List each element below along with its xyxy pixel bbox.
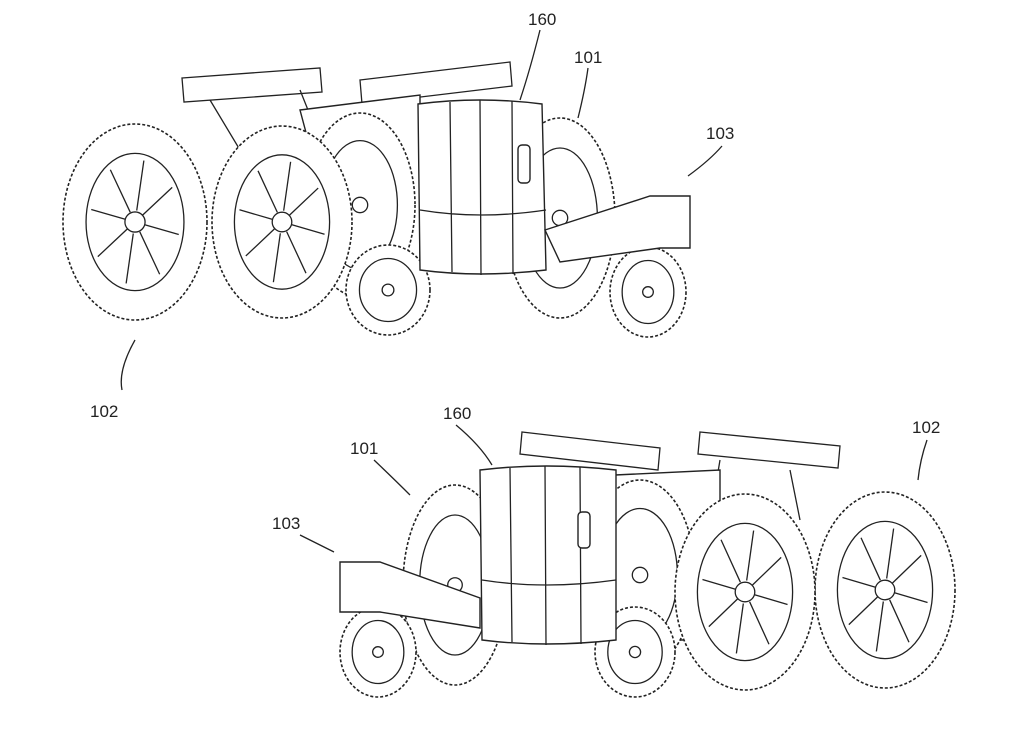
spoke [842, 576, 877, 589]
handle [577, 511, 591, 549]
label-160: 160 [528, 10, 557, 29]
spoke [290, 223, 325, 235]
seat-body-lines [481, 465, 617, 646]
spoke [708, 598, 739, 628]
seat-frame-bar [181, 61, 513, 151]
drive-wheel [62, 123, 208, 321]
label-102: 102 [90, 402, 119, 421]
hub [372, 646, 384, 658]
spoke [109, 169, 131, 213]
figure-bottom [339, 431, 956, 698]
spoke [139, 231, 161, 275]
spoke [286, 231, 307, 274]
spoke [749, 601, 770, 645]
spoke [860, 537, 881, 581]
hub [271, 211, 293, 233]
label-103: 103 [272, 514, 301, 533]
label-101: 101 [350, 439, 379, 458]
label-102: 102 [912, 418, 941, 437]
seat-body-lines [419, 99, 547, 276]
spoke [889, 599, 910, 643]
drive-wheel [674, 493, 816, 691]
hub [734, 581, 756, 603]
hub [628, 645, 642, 659]
spoke [753, 593, 788, 606]
caster-wheel [345, 244, 431, 336]
spoke [702, 578, 737, 591]
hub [631, 566, 649, 584]
caster-arm [339, 561, 481, 629]
hub [642, 286, 654, 298]
spoke [288, 187, 319, 217]
drive-wheel [211, 125, 353, 319]
handle [517, 144, 531, 184]
label-103: 103 [706, 124, 735, 143]
caster-arm [544, 195, 691, 263]
spoke [875, 601, 884, 652]
label-101: 101 [574, 48, 603, 67]
spoke [720, 539, 741, 583]
leader-lines [120, 29, 928, 553]
spoke [245, 227, 276, 257]
hub [381, 283, 395, 297]
spoke [886, 528, 895, 579]
figure-top [62, 61, 691, 338]
spoke [891, 554, 922, 584]
spoke [136, 160, 145, 211]
spoke [283, 161, 292, 211]
spoke [848, 596, 879, 626]
seat-body [417, 99, 547, 275]
spoke [272, 233, 281, 283]
spoke [735, 603, 744, 654]
spoke [125, 233, 134, 284]
spoke [141, 186, 173, 216]
spoke [751, 556, 782, 586]
spoke [239, 209, 274, 221]
seat-frame-bar [519, 431, 841, 521]
spoke [893, 591, 928, 604]
spoke [746, 530, 755, 581]
hub [351, 196, 369, 214]
caster-wheel [609, 246, 687, 338]
caster-wheel [339, 606, 417, 698]
spoke [257, 170, 278, 213]
hub [874, 579, 896, 601]
spoke [97, 228, 129, 258]
label-160: 160 [443, 404, 472, 423]
seat-body [479, 465, 617, 645]
spoke [143, 223, 179, 236]
drive-wheel [814, 491, 956, 689]
spoke [91, 208, 127, 221]
hub [124, 211, 146, 233]
